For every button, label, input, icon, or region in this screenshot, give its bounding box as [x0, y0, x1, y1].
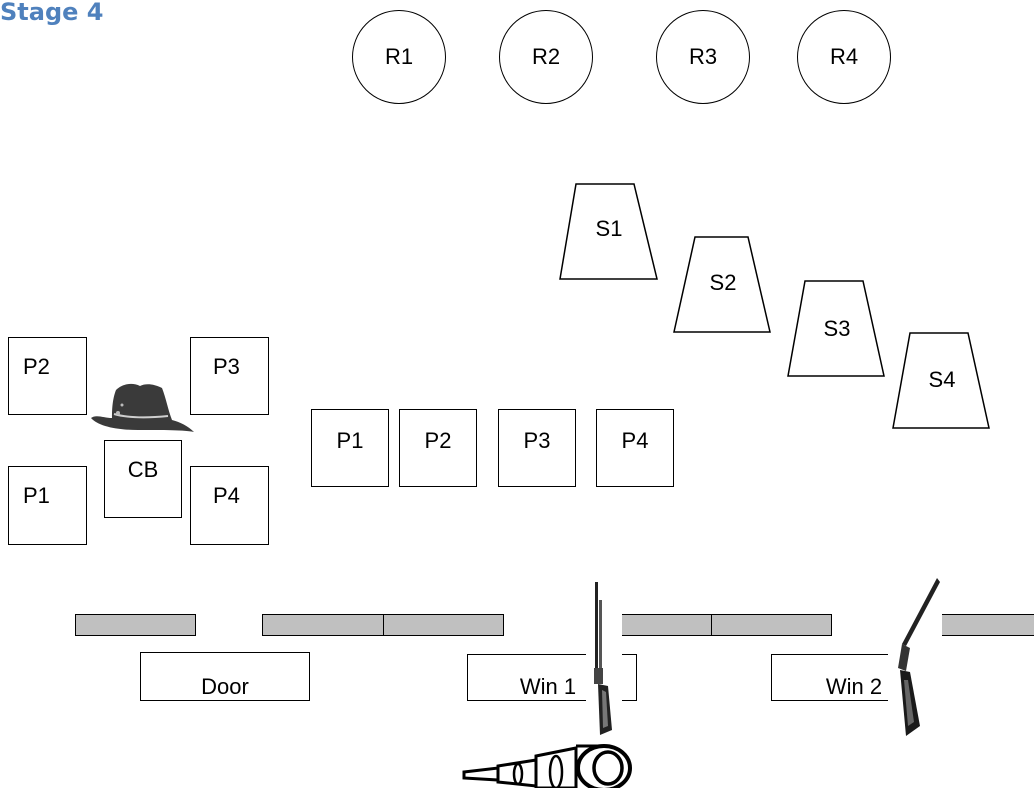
door-box: Door: [140, 652, 310, 701]
left-plate-p1: P1: [8, 466, 87, 545]
rifle-icon: [586, 580, 622, 738]
target-s1-label: S1: [595, 216, 623, 241]
target-s2: S2: [673, 236, 773, 336]
target-s4-label: S4: [928, 367, 956, 392]
target-s3-label: S3: [823, 316, 851, 341]
middle-plate-p2: P2: [399, 409, 477, 487]
target-r1: R1: [352, 10, 446, 104]
target-s1: S1: [559, 183, 659, 283]
left-plate-p3: P3: [190, 337, 269, 415]
wall-segment: [383, 614, 504, 636]
target-s3: S3: [787, 280, 887, 380]
page-title: Stage 4: [0, 0, 104, 26]
trapezoid-shape: [559, 183, 658, 280]
target-s2-label: S2: [709, 270, 737, 295]
shotgun-icon: [888, 576, 942, 740]
trapezoid-shape: [892, 332, 990, 429]
spyglass-icon: [462, 744, 632, 788]
target-s4: S4: [892, 332, 992, 432]
target-r2: R2: [499, 10, 593, 104]
middle-plate-p4: P4: [596, 409, 674, 487]
wall-segment: [940, 614, 1034, 636]
target-r4: R4: [797, 10, 891, 104]
wall-segment: [262, 614, 384, 636]
middle-plate-p1: P1: [311, 409, 389, 487]
target-r3: R3: [656, 10, 750, 104]
wall-segment: [711, 614, 832, 636]
trapezoid-shape: [787, 280, 885, 377]
cowboy-hat-icon: [91, 383, 194, 432]
middle-plate-p3: P3: [498, 409, 576, 487]
cart-box: CB: [104, 440, 182, 518]
trapezoid-shape: [673, 236, 771, 333]
wall-segment: [75, 614, 196, 636]
left-plate-p4: P4: [190, 466, 269, 545]
left-plate-p2: P2: [8, 337, 87, 415]
